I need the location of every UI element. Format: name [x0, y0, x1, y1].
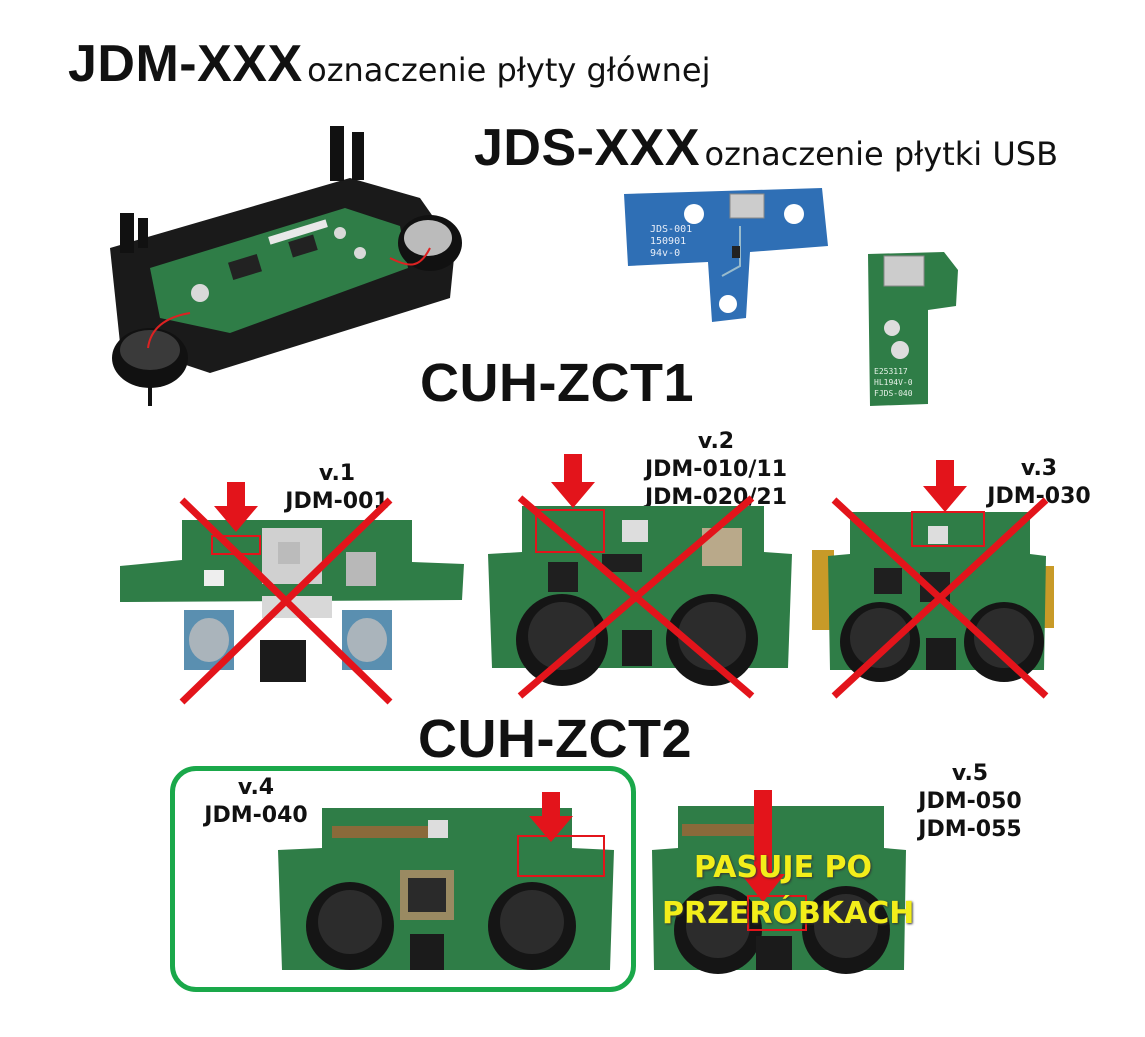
v5-label: v.5 JDM-050 JDM-055	[910, 760, 1030, 844]
v4-label: v.4 JDM-040	[196, 774, 316, 830]
main-board-desc: oznaczenie płyty głównej	[307, 51, 711, 89]
board-v4-image	[272, 786, 624, 986]
usb-blue-label-2: 150901	[650, 236, 686, 247]
v2-version: v.2	[697, 429, 735, 454]
compatible-frame	[170, 766, 636, 992]
v4-version: v.4	[237, 775, 275, 800]
group-title-zct2: CUH-ZCT2	[418, 709, 692, 769]
usb-board-desc: oznaczenie płytki USB	[704, 135, 1059, 173]
usb-green-label-3: FJDS-040	[874, 389, 913, 398]
v1-label: v.1 JDM-001	[282, 460, 392, 516]
board-v1-image	[112, 480, 472, 710]
v5-code-2: JDM-055	[918, 817, 1022, 842]
board-v5-image	[648, 786, 910, 986]
board-v3-image	[808, 454, 1058, 702]
v2-label: v.2 JDM-010/11 JDM-020/21	[636, 428, 796, 512]
v1-code: JDM-001	[285, 489, 389, 514]
usb-green-label-2: HL194V-0	[874, 378, 913, 387]
usb-board-green-image: E253117 HL194V-0 FJDS-040	[862, 248, 962, 408]
usb-blue-label-1: JDS-001	[650, 224, 692, 235]
v5-version: v.5	[951, 761, 989, 786]
v4-code: JDM-040	[204, 803, 308, 828]
v2-code-2: JDM-020/21	[644, 485, 788, 510]
main-board-heading: JDM-XXX oznaczenie płyty głównej	[68, 34, 711, 94]
v1-version: v.1	[318, 461, 356, 486]
usb-board-blue-image: JDS-001 150901 94v-0	[622, 186, 832, 326]
v2-code-1: JDM-010/11	[644, 457, 788, 482]
main-board-code: JDM-XXX	[68, 35, 303, 93]
v5-note-line-1: PASUJE PO	[694, 850, 873, 885]
controller-frame-image	[90, 118, 470, 413]
usb-board-code: JDS-XXX	[474, 119, 701, 177]
group-title-zct1: CUH-ZCT1	[420, 353, 694, 413]
usb-board-heading: JDS-XXX oznaczenie płytki USB	[474, 118, 1058, 178]
v3-version: v.3	[1020, 456, 1058, 481]
usb-green-label-1: E253117	[874, 367, 908, 376]
usb-blue-label-3: 94v-0	[650, 248, 680, 259]
v5-code-1: JDM-050	[918, 789, 1022, 814]
v5-note-line-2: PRZERÓBKACH	[662, 896, 915, 931]
board-v2-image	[482, 450, 802, 702]
